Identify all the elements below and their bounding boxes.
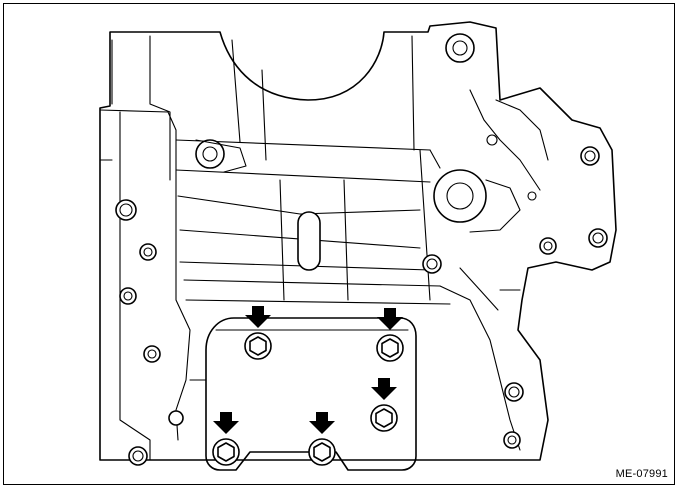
hex-bolt-icon [308,438,336,466]
top-right-boss [445,33,475,63]
down-arrow-icon [245,306,271,328]
down-arrow-icon [371,378,397,400]
figure-frame [3,3,675,485]
hex-bolt-icon [370,404,398,432]
down-arrow-icon [377,308,403,330]
down-arrow-icon [213,412,239,434]
hex-bolt-icon [244,332,272,360]
hex-bolt-icon [212,438,240,466]
lower-case-plate [205,317,417,471]
figure-code: ME-07991 [615,468,668,480]
large-bore [433,169,487,223]
down-arrow-icon [309,412,335,434]
upper-left-boss [195,139,225,169]
oval-slot [297,211,321,271]
hex-bolt-icon [376,334,404,362]
block-outline [99,21,617,461]
